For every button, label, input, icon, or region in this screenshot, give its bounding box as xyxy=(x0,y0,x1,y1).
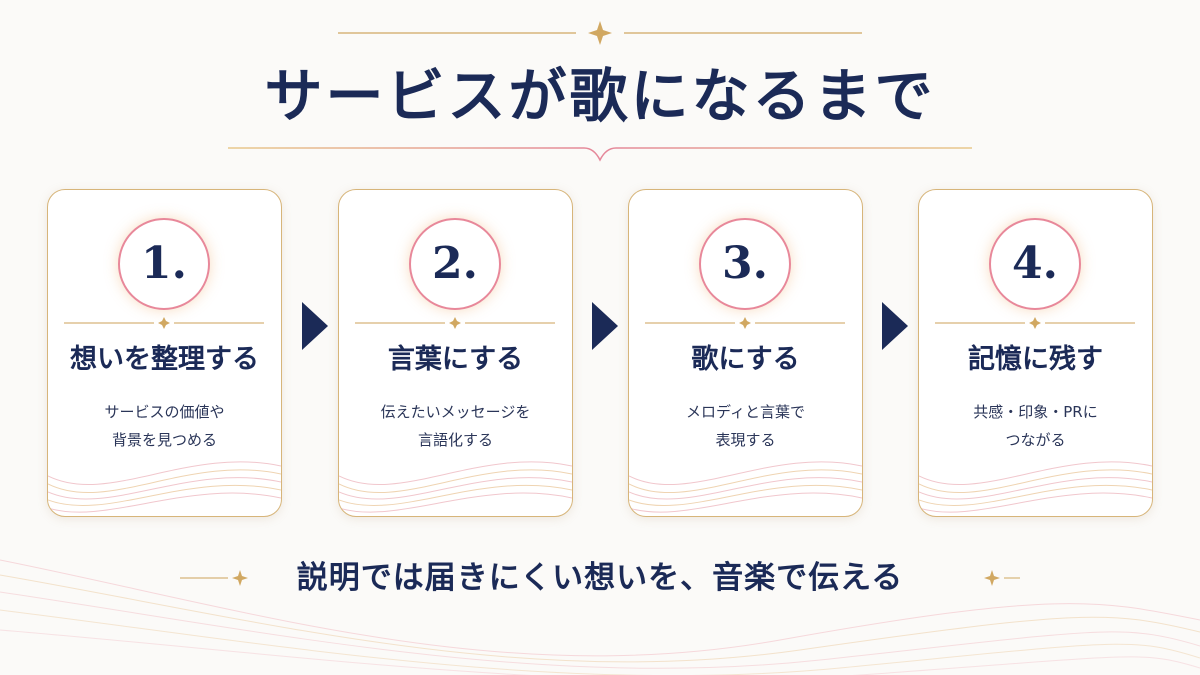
bottom-ornament xyxy=(180,570,1020,586)
chevron-right-icon xyxy=(592,302,618,350)
tagline-text: 説明では届きにくい想いを、音楽で伝える xyxy=(280,560,920,596)
card-wave-decoration xyxy=(48,461,281,513)
step-description-line: 表現する xyxy=(715,431,776,449)
chevron-right-icon xyxy=(882,302,908,350)
step-title: 記憶に残す xyxy=(968,344,1103,375)
step-description-line: 背景を見つめる xyxy=(111,431,217,449)
step-description: サービスの価値や 背景を見つめる xyxy=(48,398,281,454)
step-title: 想いを整理する xyxy=(70,344,259,375)
step-number: 3. xyxy=(722,238,768,289)
step-description-line: 言語化する xyxy=(417,431,493,449)
step-number-circle: 1. xyxy=(118,218,210,310)
title-underline xyxy=(228,147,972,162)
sparkle-icon xyxy=(588,21,612,45)
sparkle-icon xyxy=(984,570,1000,586)
step-description-line: 共感・印象・PRに xyxy=(973,403,1098,421)
step-description: メロディと言葉で 表現する xyxy=(629,398,862,454)
card-wave-decoration xyxy=(339,461,572,513)
step-title: 歌にする xyxy=(691,344,800,375)
card-divider xyxy=(645,317,845,329)
step-number-circle: 4. xyxy=(989,218,1081,310)
step-card-3: 3. 歌にする メロディと言葉で 表現する xyxy=(628,189,863,517)
page-title: サービスが歌になるまで xyxy=(264,62,936,130)
step-description: 共感・印象・PRに つながる xyxy=(919,398,1152,454)
step-description-line: メロディと言葉で xyxy=(686,403,805,421)
sparkle-icon xyxy=(449,317,461,329)
card-wave-decoration xyxy=(919,461,1152,513)
sparkle-icon xyxy=(158,317,170,329)
step-number-circle: 3. xyxy=(699,218,791,310)
step-description: 伝えたいメッセージを 言語化する xyxy=(339,398,572,454)
step-number-circle: 2. xyxy=(409,218,501,310)
step-number: 4. xyxy=(1012,238,1058,289)
card-divider xyxy=(935,317,1135,329)
step-card-2: 2. 言葉にする 伝えたいメッセージを 言語化する xyxy=(338,189,573,517)
chevron-right-icon xyxy=(302,302,328,350)
step-number: 1. xyxy=(141,238,187,289)
sparkle-icon xyxy=(1029,317,1041,329)
step-description-line: つながる xyxy=(1005,431,1066,449)
top-ornament xyxy=(338,21,862,45)
step-card-1: 1. 想いを整理する サービスの価値や 背景を見つめる xyxy=(47,189,282,517)
step-description-line: 伝えたいメッセージを xyxy=(380,403,531,421)
card-divider xyxy=(64,317,264,329)
step-card-4: 4. 記憶に残す 共感・印象・PRに つながる xyxy=(918,189,1153,517)
tagline: 説明では届きにくい想いを、音楽で伝える xyxy=(0,555,1200,601)
sparkle-icon xyxy=(739,317,751,329)
card-wave-decoration xyxy=(629,461,862,513)
sparkle-icon xyxy=(232,570,248,586)
step-description-line: サービスの価値や xyxy=(104,403,225,421)
step-number: 2. xyxy=(432,238,478,289)
card-divider xyxy=(355,317,555,329)
step-title: 言葉にする xyxy=(387,344,524,375)
